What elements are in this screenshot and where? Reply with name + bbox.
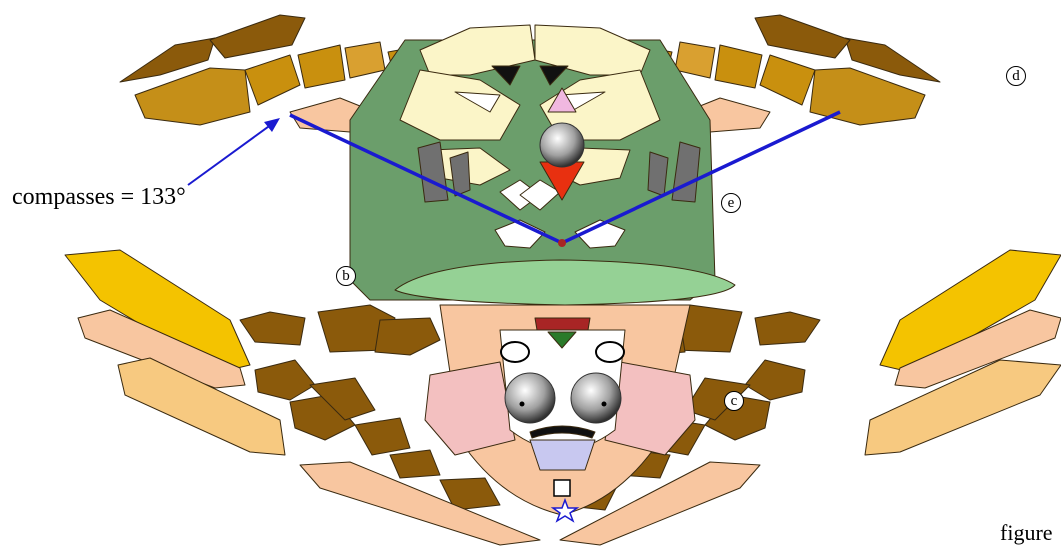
chin-plate: [530, 440, 595, 470]
annotation-arrow: [188, 124, 272, 185]
right-eye-sphere: [571, 373, 621, 423]
marker-d: d: [1006, 66, 1026, 86]
brow-maroon: [535, 318, 590, 330]
marker-e: e: [721, 193, 741, 213]
left-eyestalk: [501, 342, 529, 362]
left-eye-sphere: [505, 373, 555, 423]
marker-b: b: [336, 266, 356, 286]
cheek-left: [425, 362, 515, 455]
top-eye-sphere: [540, 123, 584, 167]
gray-plate-right-2: [648, 152, 668, 196]
marker-c: c: [724, 391, 744, 411]
figure-caption: figure: [1000, 520, 1053, 546]
compasses-label: compasses = 133°: [12, 184, 186, 211]
square-marker: [554, 480, 570, 496]
right-eyestalk: [596, 342, 624, 362]
